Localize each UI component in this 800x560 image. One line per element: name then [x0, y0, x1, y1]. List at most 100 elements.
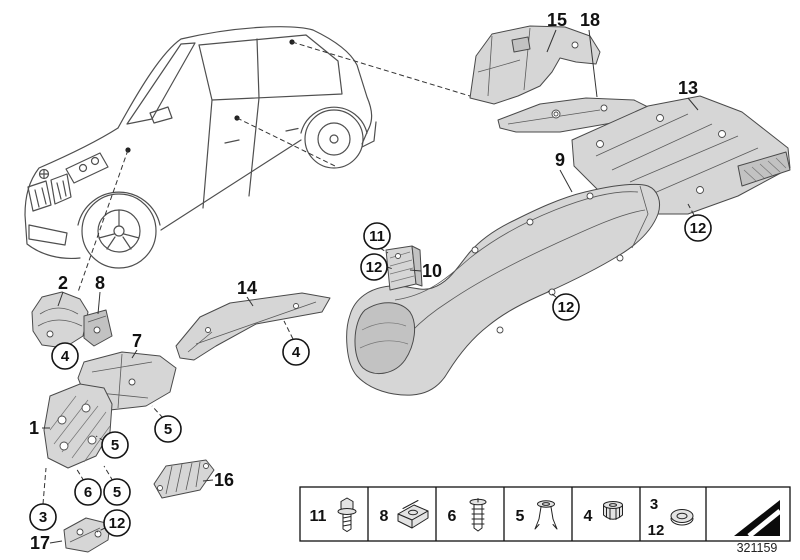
front-wheel-arch [77, 191, 161, 226]
callout-5-label[interactable]: 5 [111, 437, 119, 454]
callout-4-front[interactable]: 4 [51, 342, 79, 370]
car-front-outline [24, 127, 119, 260]
legend-item-6[interactable]: 6 [448, 498, 487, 532]
car-sill-line [160, 139, 302, 231]
callout-1-label[interactable]: 1 [29, 418, 39, 438]
kidney-grille [27, 173, 72, 212]
speed-nut-clip-icon [397, 500, 429, 529]
part-2-heat-shield-front-left [31, 291, 89, 349]
car-windows [126, 34, 343, 209]
bmw-roundel [38, 168, 50, 180]
callout-12-label[interactable]: 12 [366, 259, 383, 276]
callout-6-label[interactable]: 6 [84, 484, 92, 501]
callout-11-label[interactable]: 11 [369, 228, 385, 245]
part-14-sill-heat-shield [175, 292, 331, 361]
callout-15[interactable]: 15 [546, 10, 567, 53]
callout-8[interactable]: 8 [95, 273, 105, 315]
hex-flange-screw-icon [337, 497, 357, 533]
rear-wheel [304, 109, 364, 169]
callout-13[interactable]: 13 [678, 78, 699, 111]
part-9-tunnel-heat-shield [346, 183, 661, 396]
part-10-heat-shield-small [385, 245, 423, 291]
callout-5-label[interactable]: 5 [164, 421, 172, 438]
callout-18[interactable]: 18 [580, 10, 600, 98]
callout-12-label[interactable]: 12 [109, 515, 126, 532]
callout-12-panel[interactable]: 12 [684, 203, 712, 242]
callout-6[interactable]: 6 [74, 467, 102, 506]
legend-label-12[interactable]: 12 [648, 522, 665, 539]
legend-label-8[interactable]: 8 [380, 508, 389, 525]
callout-12-label[interactable]: 12 [690, 220, 707, 237]
grommet-washer-icon [670, 509, 694, 526]
callout-3-label[interactable]: 3 [39, 509, 47, 526]
callout-4-label[interactable]: 4 [61, 348, 70, 365]
callout-7[interactable]: 7 [131, 331, 142, 359]
callout-10[interactable]: 10 [409, 261, 442, 281]
car-drawing [24, 26, 377, 269]
callout-4-label[interactable]: 4 [292, 344, 301, 361]
legend-item-11[interactable]: 11 [310, 497, 357, 533]
plastic-nut-icon [603, 501, 623, 520]
legend-item-direction[interactable] [734, 500, 782, 538]
part-1-heat-shield-plate [43, 383, 113, 469]
part-16-ribbed-plate [153, 459, 215, 499]
callout-9[interactable]: 9 [555, 150, 573, 193]
callout-15-label[interactable]: 15 [547, 10, 567, 30]
callout-9-label[interactable]: 9 [555, 150, 565, 170]
leader-roof-to-part15 [291, 41, 471, 97]
callout-17[interactable]: 17 [30, 533, 63, 553]
legend-item-3-12[interactable]: 3 12 [648, 496, 694, 539]
rear-wheel-arch [300, 106, 368, 134]
reference-leaders [77, 39, 471, 293]
callout-17-label[interactable]: 17 [30, 533, 50, 553]
callout-16[interactable]: 16 [202, 470, 234, 490]
callout-5-plate[interactable]: 5 [95, 431, 129, 459]
side-mirror [149, 106, 173, 124]
part-15-heat-shield-rear [469, 25, 601, 105]
expansion-rivet-icon [469, 498, 487, 532]
legend-label-3[interactable]: 3 [650, 496, 658, 513]
travel-direction-arrow-icon [734, 500, 782, 538]
bumper-intake [28, 224, 68, 246]
callout-5-lower[interactable]: 5 [103, 465, 131, 506]
callout-1[interactable]: 1 [29, 418, 50, 438]
callout-14[interactable]: 14 [237, 278, 257, 307]
legend-item-4[interactable]: 4 [584, 501, 623, 526]
callout-8-label[interactable]: 8 [95, 273, 105, 293]
callout-12-label[interactable]: 12 [558, 299, 575, 316]
callout-2[interactable]: 2 [57, 273, 68, 307]
callout-2-label[interactable]: 2 [58, 273, 68, 293]
part-8-bracket-piece [83, 309, 113, 347]
legend-label-11[interactable]: 11 [310, 508, 327, 525]
callout-12-clip[interactable]: 12 [360, 253, 394, 281]
car-rear-lower [361, 121, 377, 148]
callout-5-mid[interactable]: 5 [151, 405, 182, 443]
callout-12-bracket[interactable]: 12 [96, 509, 131, 537]
callout-7-label[interactable]: 7 [132, 331, 142, 351]
legend-table: 11 8 6 5 [299, 486, 791, 542]
callout-4-sill[interactable]: 4 [282, 320, 310, 366]
callout-16-label[interactable]: 16 [214, 470, 234, 490]
callout-5-label[interactable]: 5 [113, 484, 121, 501]
legend-item-5[interactable]: 5 [516, 500, 558, 530]
callout-10-label[interactable]: 10 [422, 261, 442, 281]
leader-fender-to-part2 [77, 149, 129, 293]
callout-14-label[interactable]: 14 [237, 278, 257, 298]
push-clip-icon [534, 500, 558, 530]
legend-label-5[interactable]: 5 [516, 508, 525, 525]
callout-3[interactable]: 3 [29, 467, 57, 531]
headlight [65, 152, 109, 184]
document-number: 321159 [737, 541, 778, 555]
callout-12-tunnel[interactable]: 12 [547, 290, 580, 321]
front-wheel [81, 193, 157, 269]
callout-11-clip[interactable]: 11 [363, 222, 391, 254]
legend-item-8[interactable]: 8 [380, 500, 429, 529]
callout-18-label[interactable]: 18 [580, 10, 600, 30]
callout-13-label[interactable]: 13 [678, 78, 698, 98]
legend-label-6[interactable]: 6 [448, 508, 457, 525]
legend-label-4[interactable]: 4 [584, 508, 593, 525]
car-body-outline [117, 26, 373, 145]
part-17-bracket [63, 517, 111, 553]
